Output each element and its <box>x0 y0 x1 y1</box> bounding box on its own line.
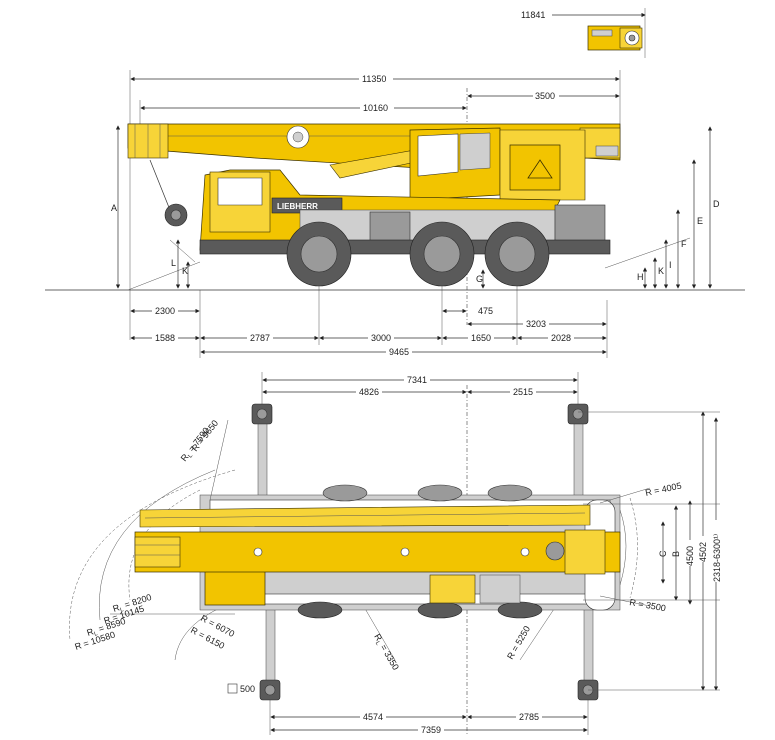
dim-bottom-right: 2785 <box>519 712 539 722</box>
dim-axis-to-front: 3500 <box>535 91 555 101</box>
dim-seg-wheelbase3: 1650 <box>471 333 491 343</box>
outriggers <box>251 403 599 701</box>
dim-front-to-axle: 3203 <box>526 319 546 329</box>
dim-overall-length: 11350 <box>362 74 386 84</box>
dim-letter-k-left: K <box>182 266 188 276</box>
dim-letter-b: B <box>671 551 681 557</box>
dim-seg-wheelbase2: 3000 <box>371 333 391 343</box>
side-wheels <box>286 221 550 287</box>
dim-letter-g: G <box>476 274 483 284</box>
dim-rear-overhang: 2300 <box>155 306 175 316</box>
dim-bottom-left: 4574 <box>363 712 383 722</box>
dim-letter-c: C <box>658 550 668 557</box>
dim-width-range: 2318-6300¹⁾ <box>712 534 722 582</box>
pad-square-icon <box>227 683 238 694</box>
dim-total-length: 9465 <box>389 347 409 357</box>
dim-seg-front: 2028 <box>551 333 571 343</box>
dim-width-4502: 4502 <box>698 542 708 562</box>
dim-pad-size: 500 <box>240 684 255 694</box>
dim-seg-wheelbase1: 2787 <box>250 333 270 343</box>
radius-label-r9: RL = 3350 <box>371 632 401 673</box>
dim-outrigger-span-bottom: 7359 <box>421 725 441 735</box>
dim-letter-i: I <box>669 260 672 270</box>
radius-label-r11: R = 4005 <box>644 481 682 498</box>
dim-boom-to-axis: 10160 <box>363 103 388 113</box>
dim-top-left: 4826 <box>359 387 379 397</box>
dim-letter-e: E <box>697 216 703 226</box>
dim-letter-k-right: K <box>658 266 664 276</box>
top-boom <box>134 504 621 575</box>
dim-seg-rear: 1588 <box>155 333 175 343</box>
dim-letter-l: L <box>171 258 176 268</box>
dim-letter-f: F <box>681 239 687 249</box>
dim-center-offset: 475 <box>478 306 493 316</box>
dim-width-4500: 4500 <box>685 546 695 566</box>
brand-label: LIEBHERR <box>277 202 318 211</box>
dim-letter-d: D <box>713 199 720 209</box>
radius-label-r10: R = 5250 <box>505 624 532 661</box>
dim-outrigger-span-top: 7341 <box>407 375 427 385</box>
dim-top-inset-length: 11841 <box>521 10 545 20</box>
dim-letter-h: H <box>637 272 644 282</box>
radius-label-r2: RL = 7590 <box>179 425 213 464</box>
radius-label-r12: R = 3500 <box>629 597 667 613</box>
inset-top-icon <box>587 8 646 58</box>
dim-top-right: 2515 <box>513 387 533 397</box>
superstructure <box>409 127 586 201</box>
dim-letter-a: A <box>111 203 117 213</box>
